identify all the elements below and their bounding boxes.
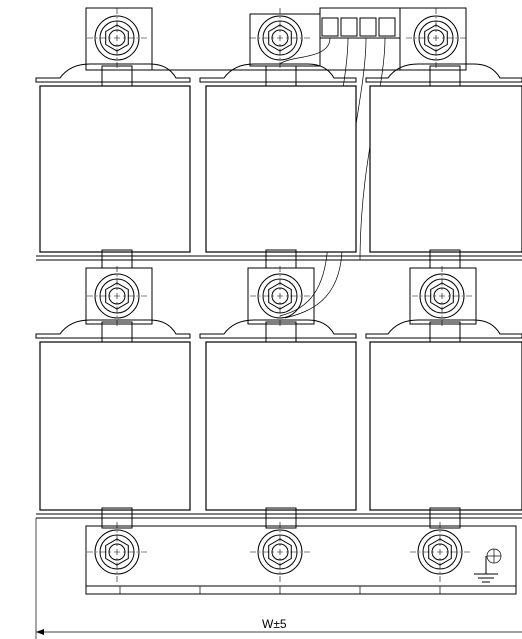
bolt-icon	[250, 522, 310, 582]
coil-2-2	[205, 341, 357, 511]
bolt-icon	[87, 8, 147, 68]
coil-1-2	[205, 85, 357, 253]
coil-row-1	[35, 63, 522, 269]
base-plate	[85, 525, 517, 595]
coil-1-3	[369, 85, 522, 253]
coil-2-3	[369, 341, 522, 511]
bolt-icon	[87, 522, 147, 582]
width-dimension-label: W±5	[262, 617, 287, 631]
width-dimension: W±5	[35, 518, 522, 639]
terminal-block	[319, 7, 401, 39]
middle-frame	[85, 267, 477, 325]
bolt-icon	[250, 8, 310, 68]
bolt-icon	[87, 266, 147, 326]
bolts	[87, 8, 472, 582]
ground-icon	[474, 548, 502, 583]
bolt-icon	[250, 266, 310, 326]
coil-1-1	[39, 85, 191, 253]
coil-row-2	[35, 319, 522, 529]
bolt-icon	[410, 522, 470, 582]
bolt-icon	[412, 266, 472, 326]
bolt-icon	[406, 8, 466, 68]
coil-2-1	[39, 341, 191, 511]
top-frame	[85, 7, 467, 71]
